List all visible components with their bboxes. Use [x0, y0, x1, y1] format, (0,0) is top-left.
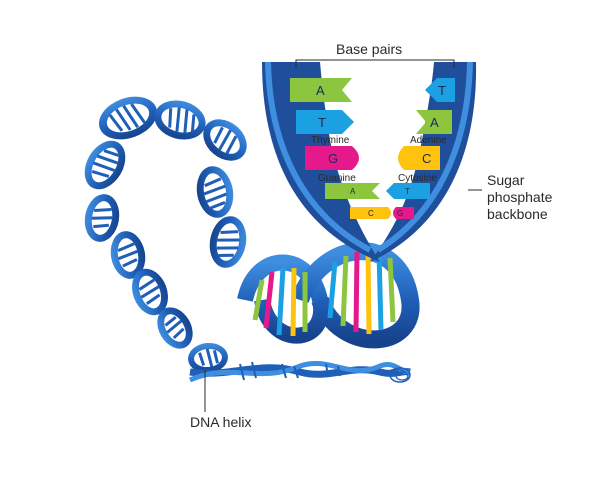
base-letter: T	[405, 187, 410, 196]
base-tag-adenine: A	[416, 110, 452, 134]
coil-segment	[132, 268, 168, 316]
base-letter: T	[438, 83, 446, 98]
base-letter: G	[328, 151, 338, 166]
coil-segment	[188, 342, 228, 374]
base-tag-guanine: G	[393, 207, 414, 219]
callout-lines	[204, 59, 482, 412]
base-letter: C	[422, 151, 431, 166]
phosphate-label: phosphate	[487, 189, 553, 205]
base-pair-tags: A T T Thymine A Adenine G Guanine C Cyto…	[290, 78, 455, 219]
base-letter: T	[318, 115, 326, 130]
coil-segment	[196, 166, 234, 218]
backbone-label: backbone	[487, 206, 548, 222]
coil-segment	[157, 307, 193, 349]
tail-helix	[188, 361, 411, 383]
coil-segment	[98, 96, 158, 140]
base-tag-adenine: A	[325, 183, 380, 199]
base-tag-thymine: T	[425, 78, 455, 102]
dna-helix-label: DNA helix	[190, 414, 251, 430]
base-tag-thymine: T	[386, 183, 430, 199]
cytosine-label: Cytosine	[398, 173, 437, 184]
coil-segment	[154, 100, 206, 140]
base-tag-thymine: T	[296, 110, 354, 134]
base-letter: A	[430, 115, 439, 130]
base-tag-guanine: G	[305, 146, 359, 170]
sugar-label: Sugar	[487, 172, 525, 188]
base-letter: A	[350, 187, 356, 196]
base-letter: C	[368, 209, 374, 218]
coil-segment	[84, 140, 126, 190]
base-tag-cytosine: C	[350, 207, 391, 219]
coil-segment	[203, 119, 247, 161]
coiled-helix-group	[84, 96, 247, 374]
base-tag-adenine: A	[290, 78, 352, 102]
base-tag-cytosine: C	[398, 146, 440, 170]
coil-segment	[110, 231, 146, 279]
coil-segment	[209, 216, 247, 268]
coil-segment	[84, 194, 120, 242]
main-helix	[237, 242, 420, 349]
thymine-label: Thymine	[311, 135, 350, 146]
base-letter: A	[316, 83, 325, 98]
base-pairs-bracket	[295, 59, 455, 68]
helix-rungs	[252, 249, 396, 337]
base-letter: G	[397, 209, 403, 218]
base-pairs-label: Base pairs	[336, 41, 402, 57]
adenine-label: Adenine	[410, 135, 447, 146]
guanine-label: Guanine	[318, 173, 356, 184]
